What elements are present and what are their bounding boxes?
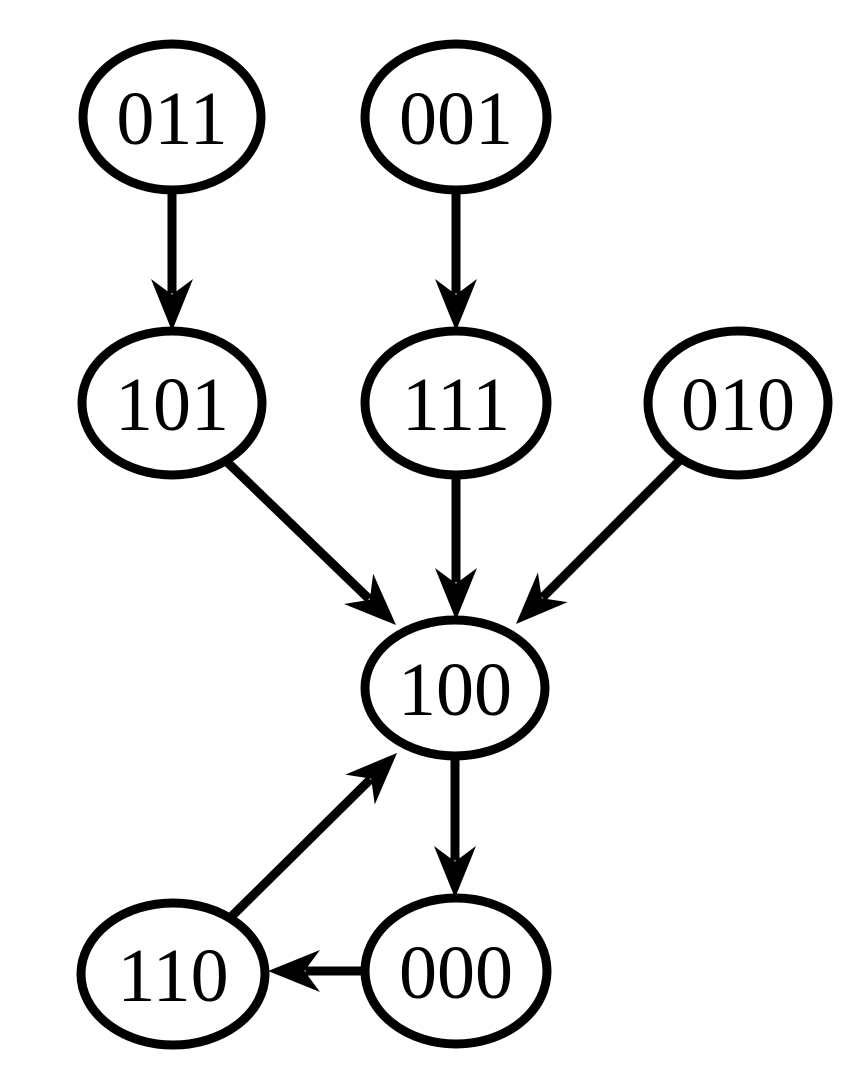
node-label: 001 xyxy=(399,77,513,161)
node-ellipse[interactable] xyxy=(360,39,552,195)
node-ellipse[interactable] xyxy=(76,898,270,1050)
graph-node-010[interactable]: 010 xyxy=(643,326,833,480)
edge-100-to-000 xyxy=(434,756,476,898)
edge-101-to-100 xyxy=(220,455,396,625)
node-label: 110 xyxy=(117,934,228,1018)
edge-011-to-101 xyxy=(151,190,193,331)
graph-node-101[interactable]: 101 xyxy=(77,326,267,480)
arrowhead-icon xyxy=(516,572,568,624)
graph-node-111[interactable]: 111 xyxy=(360,326,552,480)
edge-line xyxy=(227,776,374,921)
node-label: 011 xyxy=(116,77,227,161)
node-label: 111 xyxy=(402,363,510,447)
graph-node-100[interactable]: 100 xyxy=(360,615,550,761)
node-label: 010 xyxy=(681,363,795,447)
edge-000-to-110 xyxy=(268,950,365,992)
edge-111-to-100 xyxy=(435,475,477,620)
node-label: 100 xyxy=(398,648,512,732)
edge-010-to-100 xyxy=(516,454,686,624)
arrowhead-icon xyxy=(435,568,477,620)
node-ellipse[interactable] xyxy=(360,893,552,1049)
edge-001-to-111 xyxy=(435,190,477,331)
edges-layer xyxy=(151,190,686,992)
node-ellipse[interactable] xyxy=(78,39,266,195)
edge-line xyxy=(220,455,373,603)
node-label: 000 xyxy=(399,931,513,1015)
node-ellipse[interactable] xyxy=(643,326,833,480)
graph-node-011[interactable]: 011 xyxy=(78,39,266,195)
arrowhead-icon xyxy=(344,573,396,625)
nodes-layer: 011 001 101 111 010 100 110 000 xyxy=(76,39,833,1050)
arrowhead-icon xyxy=(345,753,397,805)
arrowhead-icon xyxy=(434,846,476,898)
node-ellipse[interactable] xyxy=(360,326,552,480)
edge-line xyxy=(539,454,686,601)
node-ellipse[interactable] xyxy=(77,326,267,480)
graph-node-000[interactable]: 000 xyxy=(360,893,552,1049)
arrowhead-icon xyxy=(435,279,477,331)
edge-110-to-100 xyxy=(227,753,397,921)
graph-node-110[interactable]: 110 xyxy=(76,898,270,1050)
node-ellipse[interactable] xyxy=(360,615,550,761)
graph-node-001[interactable]: 001 xyxy=(360,39,552,195)
node-label: 101 xyxy=(115,363,229,447)
arrowhead-icon xyxy=(151,279,193,331)
arrowhead-icon xyxy=(268,950,320,992)
